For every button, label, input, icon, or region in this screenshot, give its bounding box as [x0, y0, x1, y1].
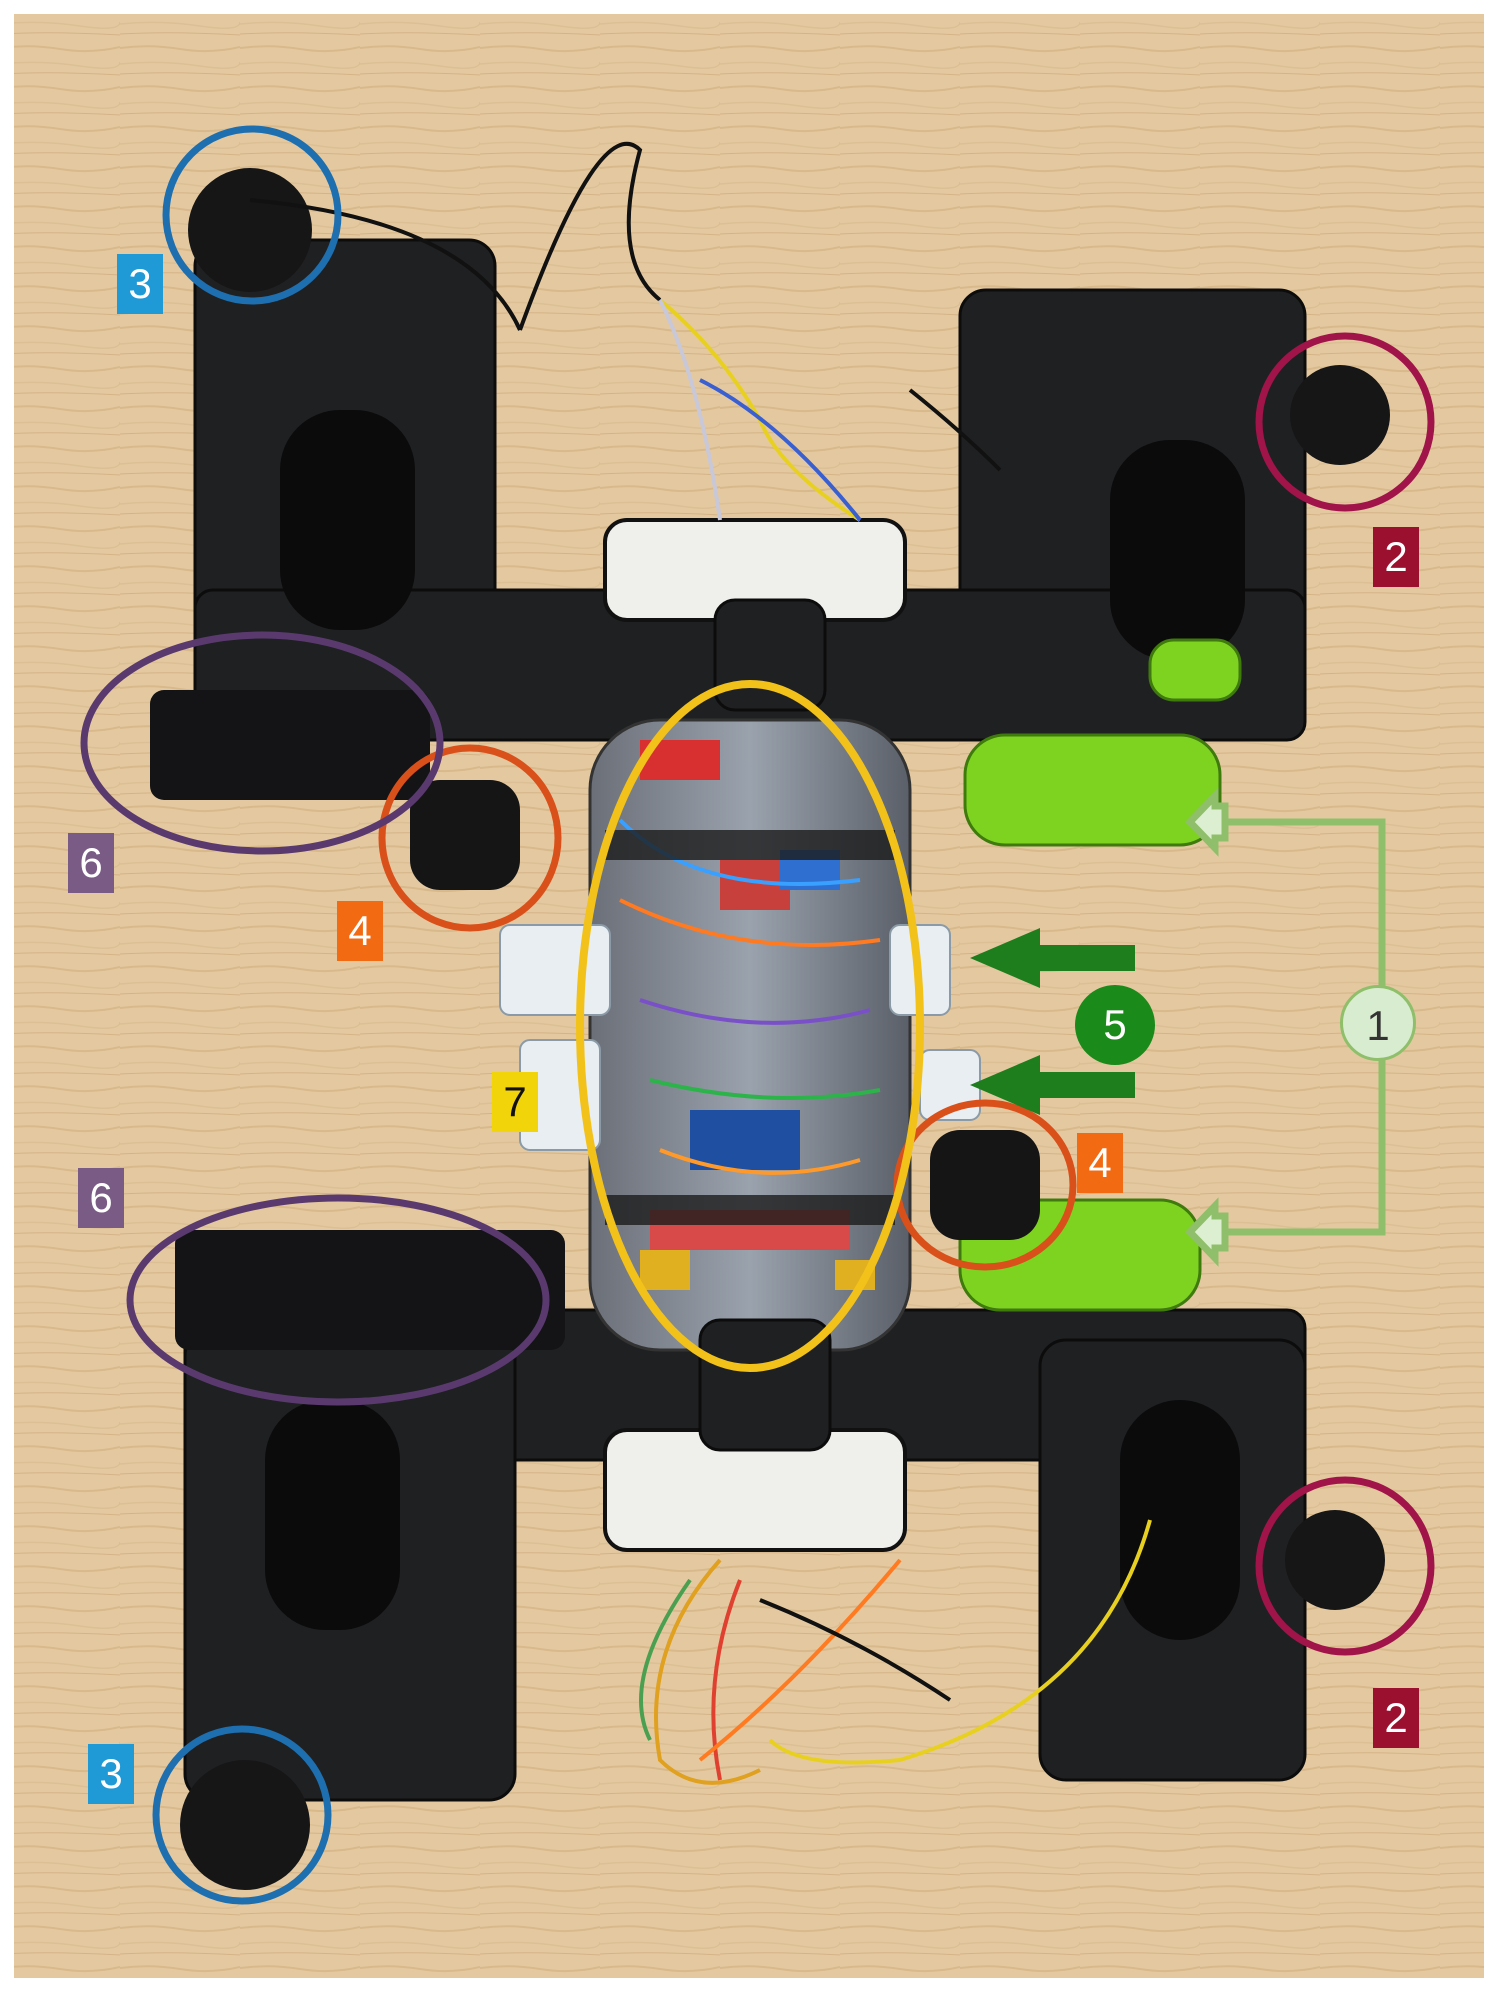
- badge-2-bottom: 2: [1373, 1688, 1419, 1748]
- corner-thrusters: [180, 168, 1390, 1890]
- ring-4-top: [378, 744, 562, 932]
- annotation-light-rings: [80, 631, 550, 1406]
- badge-7: 7: [492, 1072, 538, 1132]
- ring-6-bottom: [126, 1194, 550, 1406]
- annotation-arrows-5: [970, 928, 1135, 1115]
- ring-2-top: [1255, 332, 1435, 512]
- badge-6-bottom: 6: [78, 1168, 124, 1228]
- ring-6-top: [80, 631, 444, 855]
- badge-4-bottom: 4: [1077, 1133, 1123, 1193]
- cameras: [410, 780, 1040, 1240]
- annotation-thruster-rings: [152, 125, 1435, 1905]
- ring-2-bottom: [1255, 1476, 1435, 1656]
- badge-5: 5: [1075, 985, 1155, 1065]
- badge-6-top: 6: [68, 833, 114, 893]
- badge-3-bottom: 3: [88, 1744, 134, 1804]
- ring-electronics: [576, 680, 924, 1372]
- flashlights: [150, 690, 565, 1350]
- badge-1: 1: [1340, 985, 1416, 1061]
- ring-3-top: [162, 125, 342, 305]
- electronics-tube: [588, 718, 912, 1352]
- badge-2-top: 2: [1373, 527, 1419, 587]
- ring-3-bottom: [152, 1725, 332, 1905]
- wires: [249, 141, 1152, 1785]
- tube-clamp-top: [713, 598, 827, 712]
- tube-clamp-bottom: [698, 1318, 832, 1452]
- badge-3-top: 3: [117, 254, 163, 314]
- frame-windows: [265, 410, 1245, 1640]
- badge-4-top: 4: [337, 901, 383, 961]
